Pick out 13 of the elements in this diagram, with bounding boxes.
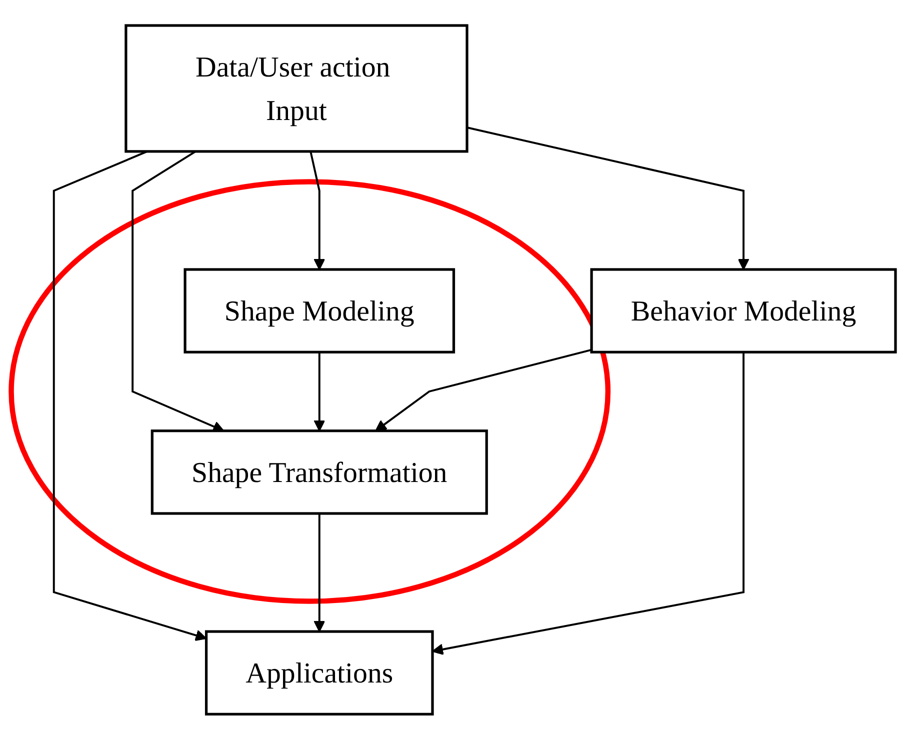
arrow (309, 151, 325, 270)
node-box: Shape Modeling (183, 268, 455, 354)
node-box: Applications (204, 630, 434, 716)
cluster (8, 179, 610, 604)
arrow (313, 352, 325, 432)
arrow (52, 150, 206, 642)
node-box: Behavior Modeling (590, 268, 896, 354)
arrow (431, 352, 744, 656)
arrow (466, 126, 749, 270)
arrow (374, 349, 592, 432)
node-box: Data/User action Input (124, 24, 468, 153)
node-box: Shape Transformation (150, 430, 488, 515)
arrow (313, 514, 325, 632)
